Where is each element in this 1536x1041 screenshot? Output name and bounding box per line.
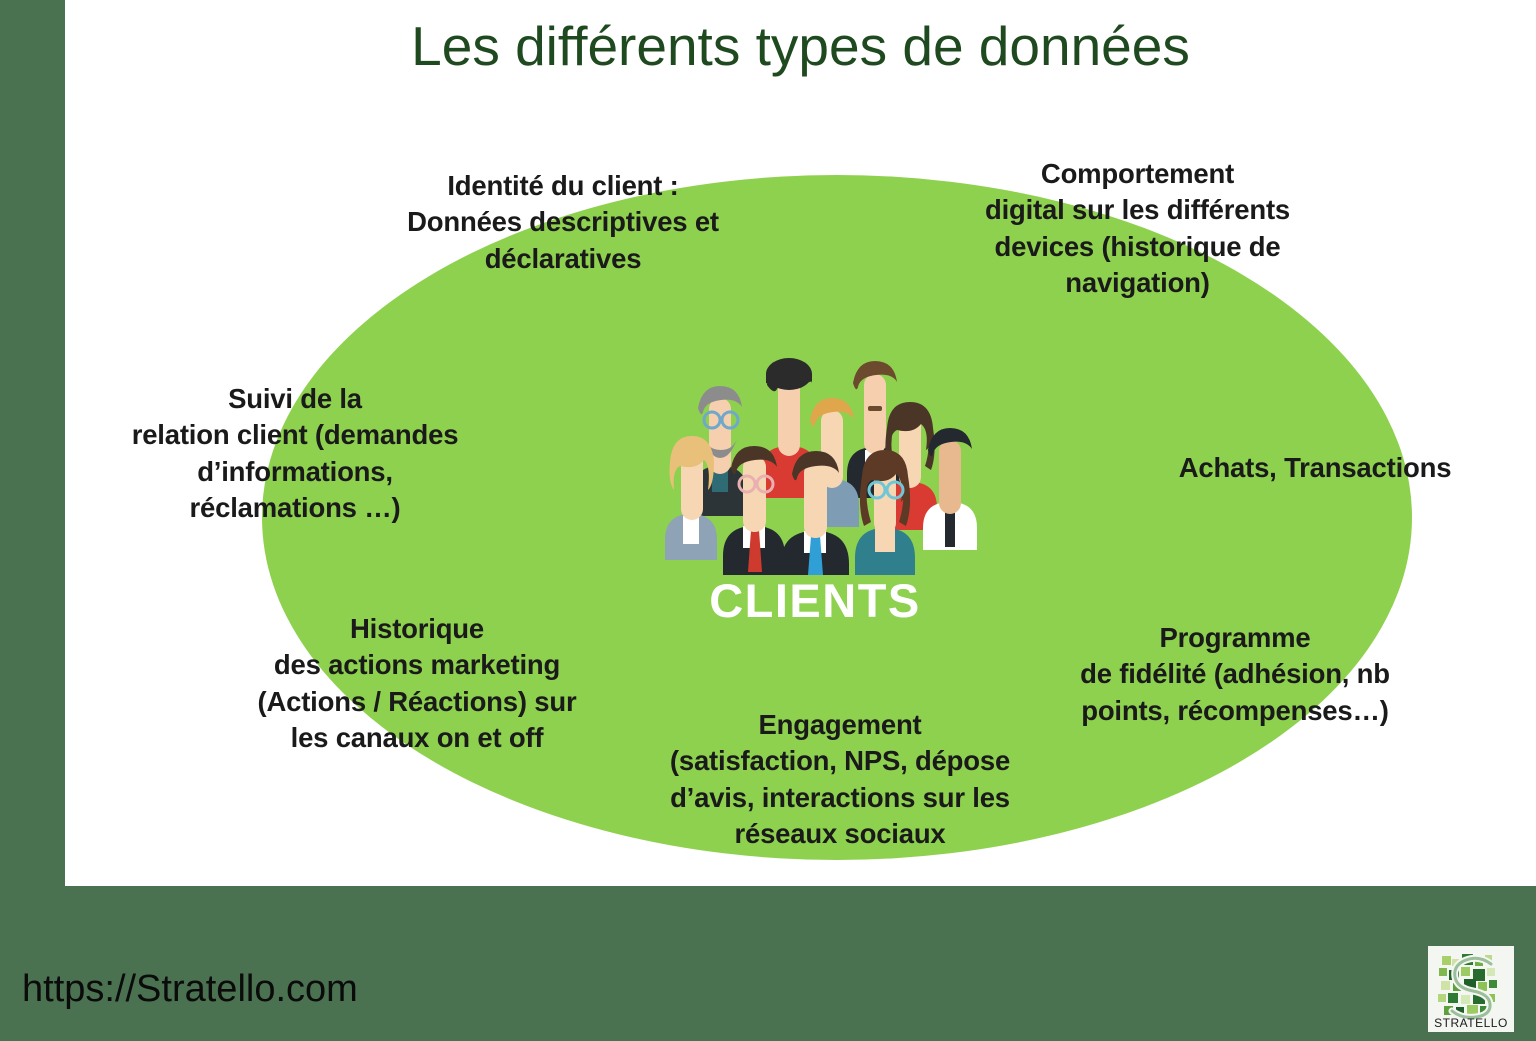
label-marketing-history: Historique des actions marketing (Action…: [197, 611, 637, 756]
label-history-line-3: (Actions / Réactions) sur: [257, 685, 577, 717]
clients-center-label: CLIENTS: [709, 574, 921, 627]
label-engagement-line-1: Engagement: [758, 709, 922, 740]
label-engagement-line-2: (satisfaction, NPS, dépose: [669, 745, 1011, 777]
label-relation-line-2: relation client (demandes: [131, 419, 459, 451]
label-relation-line-3: d’informations,: [197, 455, 393, 487]
label-identity: Identité du client : Données descriptive…: [348, 168, 778, 277]
label-loyalty-line-1: Programme: [1159, 622, 1311, 653]
label-identity-line-1: Identité du client :: [447, 170, 679, 201]
label-behavior-line-4: navigation): [1065, 266, 1210, 298]
label-history-line-1: Historique: [350, 613, 484, 644]
footer-url[interactable]: https://Stratello.com: [22, 968, 358, 1010]
crowd-of-people-icon: [665, 350, 985, 575]
label-behavior-line-3: devices (historique de: [994, 230, 1281, 262]
page-title: Les différents types de données: [411, 15, 1190, 77]
label-history-line-4: les canaux on et off: [290, 721, 544, 753]
label-history-line-2: des actions marketing: [273, 649, 561, 681]
label-identity-line-3: déclaratives: [484, 242, 642, 274]
label-loyalty-program: Programme de fidélité (adhésion, nb poin…: [1025, 620, 1445, 729]
label-purchases-transactions: Achats, Transactions: [1115, 450, 1515, 486]
stratello-logo: STRATELLO: [1428, 946, 1514, 1032]
label-loyalty-line-2: de fidélité (adhésion, nb: [1080, 658, 1390, 690]
label-customer-relation: Suivi de la relation client (demandes d’…: [65, 381, 525, 526]
label-relation-line-1: Suivi de la: [228, 383, 362, 414]
logo-wordmark: STRATELLO: [1434, 1016, 1508, 1030]
label-digital-behavior: Comportement digital sur les différents …: [920, 156, 1355, 301]
label-relation-line-4: réclamations …): [189, 491, 401, 523]
label-purchases-line-1: Achats, Transactions: [1178, 452, 1452, 483]
label-identity-line-2: Données descriptives et: [407, 206, 719, 238]
label-engagement-line-3: d’avis, interactions sur les: [670, 781, 1010, 813]
label-loyalty-line-3: points, récompenses…): [1081, 694, 1389, 726]
label-behavior-line-2: digital sur les différents: [984, 194, 1290, 226]
content-card: Les différents types de données Identité…: [65, 0, 1536, 886]
label-engagement-line-4: réseaux sociaux: [734, 817, 946, 849]
label-engagement: Engagement (satisfaction, NPS, dépose d’…: [615, 707, 1065, 852]
label-behavior-line-1: Comportement: [1040, 158, 1235, 189]
